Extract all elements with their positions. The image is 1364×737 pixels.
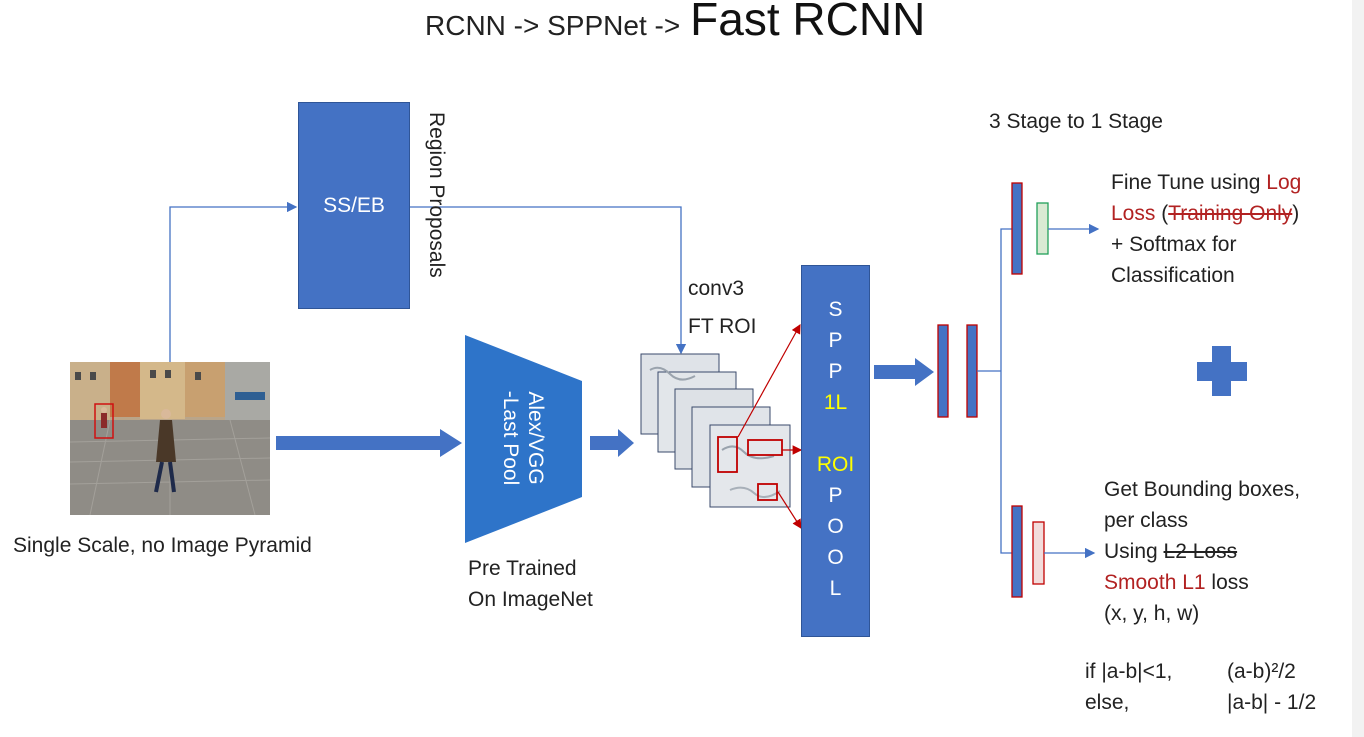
spp-roi-pool-box: S P P 1L ROI P O O L (801, 265, 870, 637)
proposal-box: SS/EB (298, 102, 410, 309)
backbone-to-conv-arrow (590, 429, 634, 457)
backbone-caption-line1: Pre Trained (468, 557, 577, 580)
proposal-box-label: SS/EB (323, 193, 385, 217)
plus-icon (1197, 346, 1247, 396)
spp-letter-s: S (828, 298, 843, 321)
backbone-trapezoid (465, 335, 582, 543)
diagram-title: RCNN -> SPPNet -> Fast RCNN (425, 0, 925, 52)
backbone-caption: Pre Trained On ImageNet (468, 553, 593, 615)
title-prefix: RCNN -> SPPNet -> (425, 10, 681, 41)
reg-fc-layer (1011, 505, 1023, 598)
formula-cond-2: else, (1085, 691, 1130, 714)
backbone-caption-line2: On ImageNet (468, 588, 593, 611)
conv-label: conv3 FT ROI (688, 270, 756, 346)
cls-loss-text: Loss (1111, 202, 1156, 225)
input-image (70, 362, 270, 515)
cls-line-3: + Softmax for (1111, 233, 1237, 256)
spp-to-fc-arrow (874, 358, 934, 386)
spp-letter-p1: P (828, 329, 843, 352)
pool-letter-l: L (829, 577, 842, 600)
reg-loss-text: loss (1205, 571, 1249, 594)
title-main: Fast RCNN (690, 0, 926, 45)
cls-line-1a: Fine Tune using (1111, 171, 1267, 194)
fc-to-reg-line (1000, 371, 1012, 554)
fc-layer-1 (937, 324, 949, 418)
reg-l2-loss-text: L2 Loss (1163, 540, 1238, 563)
reg-line-2: per class (1104, 509, 1189, 532)
reg-output-layer (1032, 521, 1045, 585)
cls-log-text: Log (1266, 171, 1302, 194)
formula-expr-2: |a-b| - 1/2 (1227, 691, 1317, 714)
image-to-backbone-arrow (276, 429, 462, 457)
cls-output-layer (1036, 202, 1049, 255)
pool-letter-p: P (828, 484, 843, 507)
conv-label-line1: conv3 (688, 277, 745, 300)
feature-map-stack (640, 353, 791, 508)
roi-arrow-up (737, 323, 801, 438)
image-to-proposal-line (169, 201, 298, 362)
proposal-to-conv-line (410, 206, 687, 355)
spp-letter-p2: P (828, 360, 843, 383)
fc-layer-2 (966, 324, 978, 418)
formula-expr-1: (a-b)²/2 (1227, 660, 1296, 683)
cls-training-only-text: Training Only (1168, 202, 1293, 225)
fc-to-cls-line (1000, 228, 1012, 371)
pool-letter-o2: O (827, 546, 844, 569)
backbone-label-line1: Alex/VGG (524, 391, 547, 485)
roi-arrow-down (777, 491, 802, 530)
stage-label: 3 Stage to 1 Stage (989, 110, 1163, 133)
right-edge-strip (1352, 0, 1364, 737)
formula-cond-1: if |a-b|<1, (1085, 660, 1173, 683)
reg-line-1: Get Bounding boxes, (1104, 478, 1301, 501)
pool-letter-o1: O (827, 515, 844, 538)
spp-highlight-roi: ROI (816, 453, 855, 476)
cls-paren-close: ) (1292, 202, 1300, 225)
cls-paren-open: ( (1155, 202, 1169, 225)
cls-fc-layer (1011, 182, 1023, 275)
conv-label-line2: FT ROI (688, 315, 757, 338)
reg-line-4: Smooth L1 loss (1104, 567, 1300, 598)
regression-text: Get Bounding boxes, per class Using L2 L… (1104, 474, 1300, 629)
spp-gap (802, 418, 869, 449)
reg-using-text: Using (1104, 540, 1164, 563)
spp-highlight-1l: 1L (823, 391, 848, 414)
street-scene-illustration (70, 362, 270, 515)
cls-line-2: Loss (Training Only) (1111, 198, 1301, 229)
classification-text: Fine Tune using Log Loss (Training Only)… (1111, 167, 1301, 291)
cls-line-4: Classification (1111, 264, 1235, 287)
input-caption: Single Scale, no Image Pyramid (13, 534, 312, 557)
region-proposals-label: Region Proposals (425, 112, 448, 278)
cls-line-1: Fine Tune using Log (1111, 167, 1301, 198)
reg-smooth-l1-text: Smooth L1 (1104, 571, 1206, 594)
backbone-label-line2: -Last Pool (499, 390, 522, 486)
reg-line-5: (x, y, h, w) (1104, 602, 1200, 625)
reg-line-3: Using L2 Loss (1104, 536, 1300, 567)
